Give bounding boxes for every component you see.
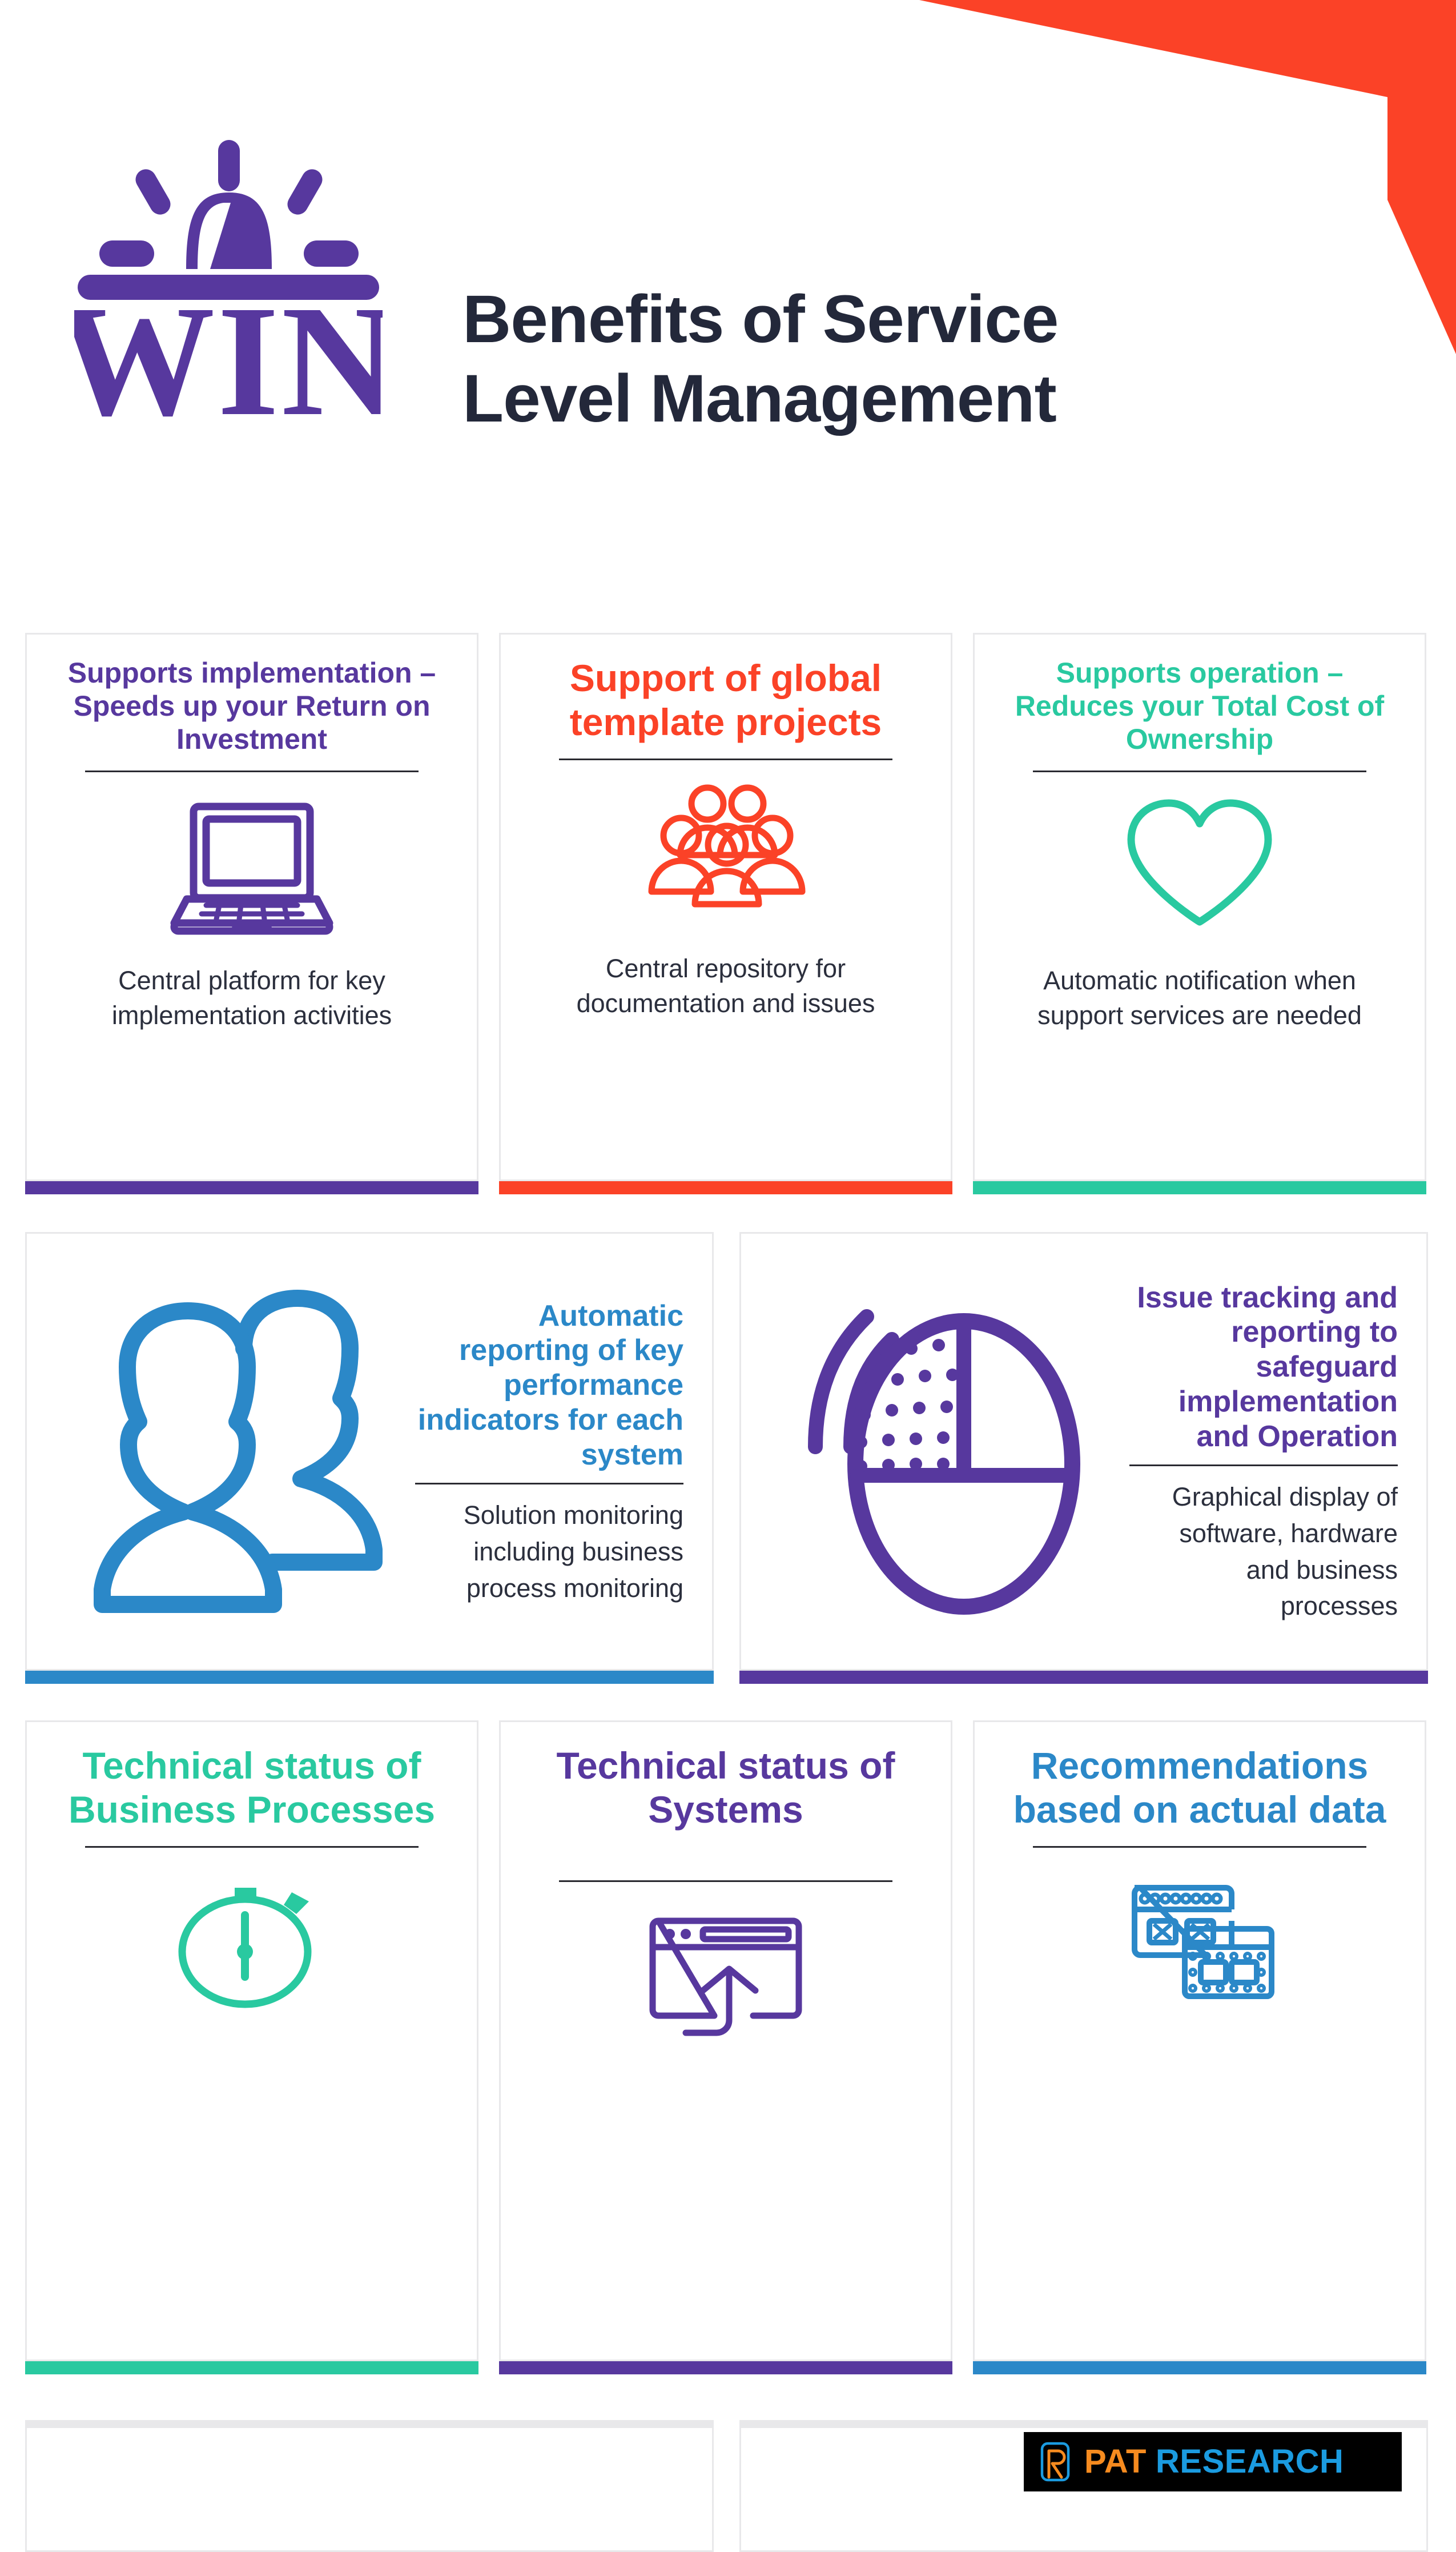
win-wordmark: WIN [74, 273, 383, 431]
card-accent-bar [25, 2361, 478, 2374]
card-divider [1032, 1846, 1367, 1848]
browser-upload-icon [646, 1914, 806, 2040]
card-accent-bar [499, 1181, 952, 1194]
card-automatic-kpi-reporting[interactable]: Automatic reporting of key performance i… [25, 1232, 714, 1684]
card-title: Automatic reporting of key performance i… [417, 1299, 683, 1471]
page-title-line-1: Benefits of Service [462, 282, 1059, 357]
card-divider [85, 771, 419, 772]
footer-panel-left[interactable] [25, 2420, 714, 2552]
card-divider [1032, 771, 1367, 772]
card-description: Central platform for key implementation … [111, 966, 392, 1030]
card-accent-bar [973, 2361, 1426, 2374]
card-text-block: Issue tracking and reporting to safeguar… [1129, 1281, 1403, 1625]
card-divider [558, 759, 893, 761]
heart-icon [1114, 795, 1285, 938]
group-of-people-icon [640, 783, 811, 926]
card-accent-bar [25, 1671, 714, 1684]
pat-logo-word-secondary: RESEARCH [1155, 2443, 1344, 2480]
card-description: Automatic notification when support serv… [1037, 966, 1362, 1030]
card-technical-status-systems[interactable]: Technical status of Systems [499, 1720, 952, 2374]
card-text-block: Automatic reporting of key performance i… [415, 1299, 689, 1607]
card-title: Recommendations based on actual data [1013, 1744, 1386, 1831]
page-title: Benefits of Service Level Management [462, 280, 1319, 439]
card-title: Issue tracking and reporting to safeguar… [1137, 1281, 1398, 1453]
card-technical-status-business-processes[interactable]: Technical status of Business Processes [25, 1720, 478, 2374]
stopwatch-icon [172, 1880, 332, 2011]
card-global-template-projects[interactable]: Support of global template projects Cent… [499, 633, 952, 1194]
card-description: Solution monitoring including business p… [463, 1500, 683, 1603]
card-accent-bar [973, 1181, 1426, 1194]
card-divider [85, 1846, 419, 1848]
laptop-icon [166, 795, 337, 938]
card-description: Graphical display of software, hardware … [1172, 1482, 1398, 1621]
card-divider [415, 1482, 683, 1484]
card-title: Support of global template projects [569, 657, 882, 743]
card-description: Central repository for documentation and… [576, 954, 875, 1018]
card-title: Supports operation – Reduces your Total … [1015, 657, 1385, 755]
card-supports-operation[interactable]: Supports operation – Reduces your Total … [973, 633, 1426, 1194]
siren-beacon-icon [78, 140, 379, 300]
windows-data-icon [1120, 1880, 1280, 2005]
card-accent-bar [25, 1181, 478, 1194]
pat-research-logo[interactable]: PAT RESEARCH [1024, 2432, 1402, 2491]
card-title: Technical status of Business Processes [68, 1744, 436, 1831]
card-accent-bar [739, 1671, 1428, 1684]
card-title: Technical status of Systems [556, 1744, 895, 1831]
card-divider [558, 1880, 893, 1883]
card-divider [1129, 1464, 1398, 1466]
page-header: WIN Benefits of Service Level Management [0, 0, 1456, 548]
card-recommendations-actual-data[interactable]: Recommendations based on actual data [973, 1720, 1426, 2374]
pat-r-mark-icon [1040, 2442, 1070, 2482]
pat-logo-word-primary: PAT [1084, 2443, 1147, 2480]
win-logo: WIN [57, 129, 396, 449]
card-supports-implementation[interactable]: Supports implementation – Speeds up your… [25, 633, 478, 1194]
card-issue-tracking-reporting[interactable]: Issue tracking and reporting to safeguar… [739, 1232, 1428, 1684]
page-title-line-2: Level Management [462, 361, 1057, 437]
computer-mouse-icon [764, 1275, 1129, 1630]
two-users-icon [50, 1281, 415, 1624]
card-accent-bar [499, 2361, 952, 2374]
card-title: Supports implementation – Speeds up your… [67, 657, 436, 755]
